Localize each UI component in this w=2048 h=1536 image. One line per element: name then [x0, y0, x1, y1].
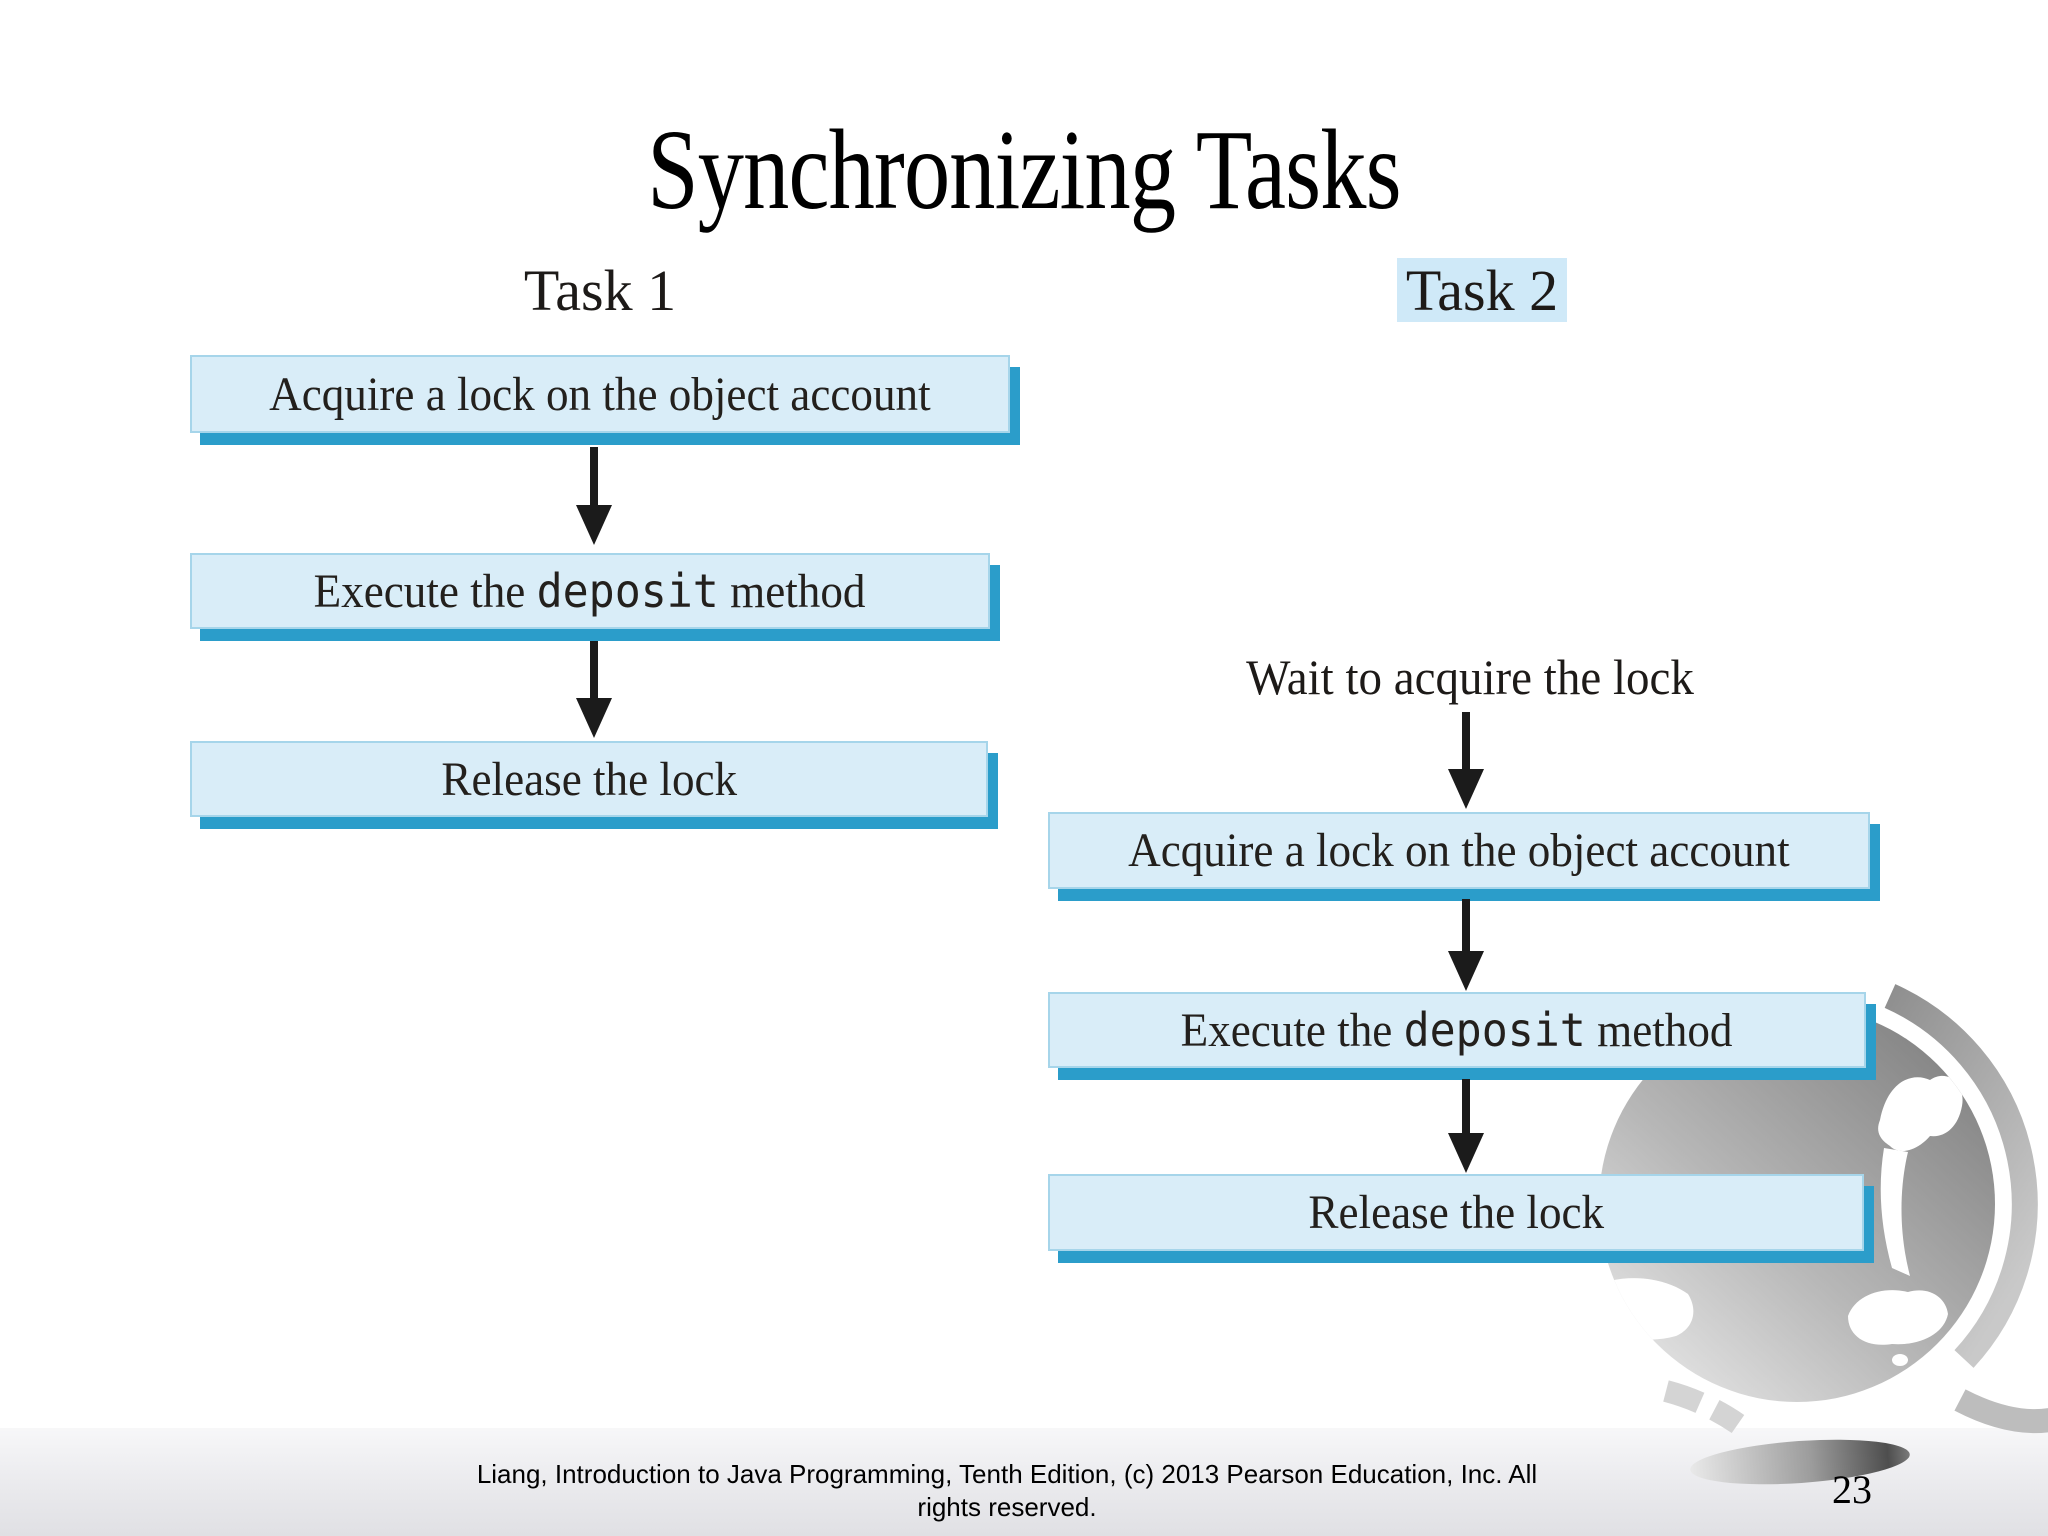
copyright-line-2: rights reserved.	[917, 1492, 1097, 1522]
task1-execute-deposit-box: Execute the deposit method	[190, 553, 990, 629]
task2-wait-note: Wait to acquire the lock	[1246, 649, 1694, 705]
task2-release-lock-box: Release the lock	[1048, 1174, 1864, 1251]
copyright-line-1: Liang, Introduction to Java Programming,…	[476, 1459, 1538, 1489]
task1-label: Task 1	[523, 257, 677, 323]
down-arrow-icon	[1448, 899, 1484, 991]
down-arrow-icon	[576, 447, 612, 545]
down-arrow-icon	[576, 641, 612, 738]
task2-execute-deposit-box: Execute the deposit method	[1048, 992, 1866, 1068]
task1-acquire-lock-box: Acquire a lock on the object account	[190, 355, 1010, 433]
task2-release-lock-label: Release the lock	[1308, 1186, 1604, 1239]
execute-suffix-text: method	[719, 564, 866, 618]
task1-release-lock-box: Release the lock	[190, 741, 988, 817]
execute-prefix-text: Execute the	[1181, 1003, 1405, 1057]
page-title: Synchronizing Tasks	[647, 106, 1401, 233]
task2-acquire-lock-label: Acquire a lock on the object account	[1128, 824, 1790, 877]
copyright-footer: Liang, Introduction to Java Programming,…	[0, 1458, 2014, 1524]
task2-label: Task 2	[1397, 258, 1567, 323]
page-number: 23	[1832, 1467, 1872, 1512]
down-arrow-icon	[1448, 1079, 1484, 1173]
task1-execute-deposit-label: Execute the deposit method	[314, 564, 866, 619]
task1-release-lock-label: Release the lock	[441, 752, 737, 806]
task2-acquire-lock-box: Acquire a lock on the object account	[1048, 812, 1870, 889]
task2-execute-deposit-label: Execute the deposit method	[1181, 1003, 1733, 1058]
deposit-code-text: deposit	[1404, 1002, 1587, 1057]
execute-prefix-text: Execute the	[314, 564, 538, 618]
footer-gradient-band	[0, 1428, 2048, 1536]
down-arrow-icon	[1448, 712, 1484, 809]
deposit-code-text: deposit	[537, 563, 720, 618]
task1-acquire-lock-label: Acquire a lock on the object account	[269, 367, 931, 421]
execute-suffix-text: method	[1586, 1003, 1733, 1057]
